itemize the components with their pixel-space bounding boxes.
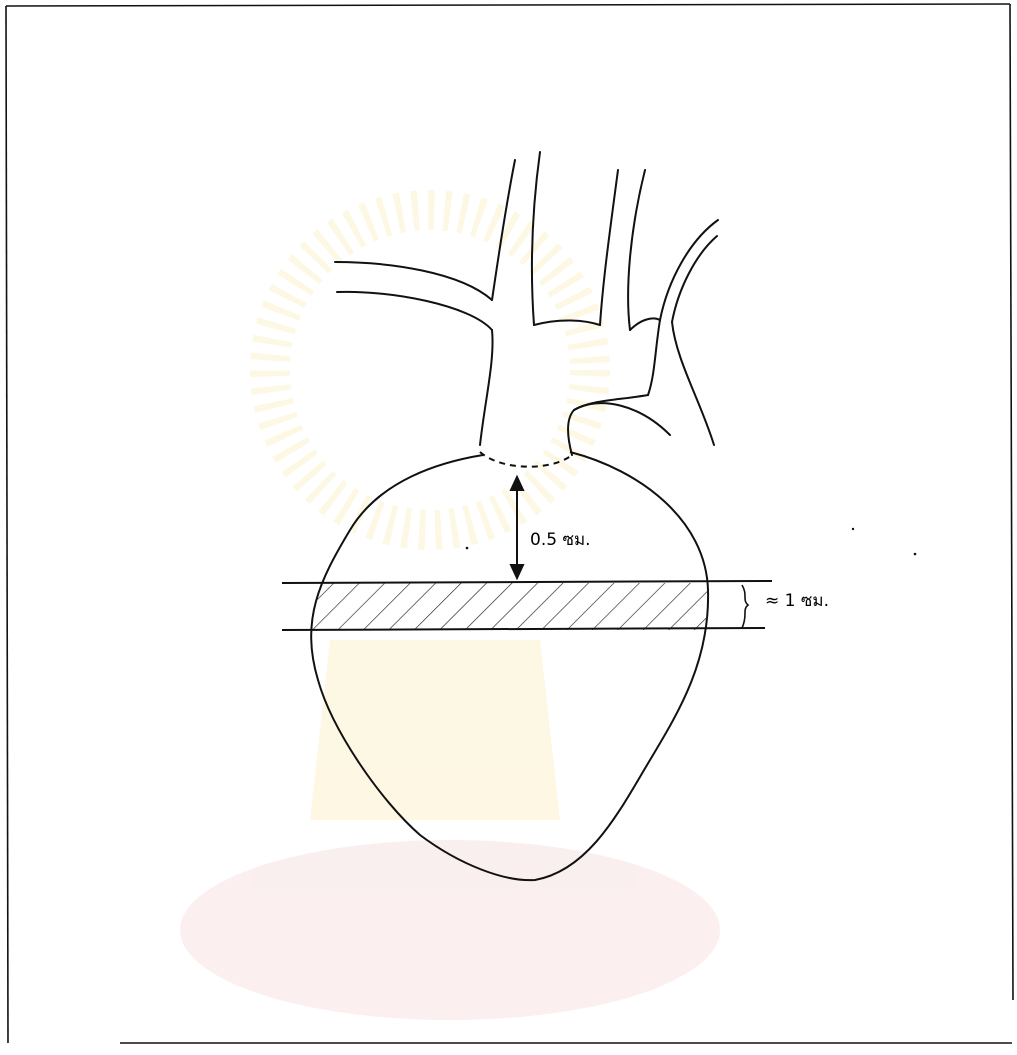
great-vessels [335,152,718,455]
hatched-slice [290,583,730,630]
thickness-label: ≈ 1 ซม. [765,591,829,611]
thickness-brace [742,585,748,628]
distance-label: 0.5 ซม. [530,530,591,550]
